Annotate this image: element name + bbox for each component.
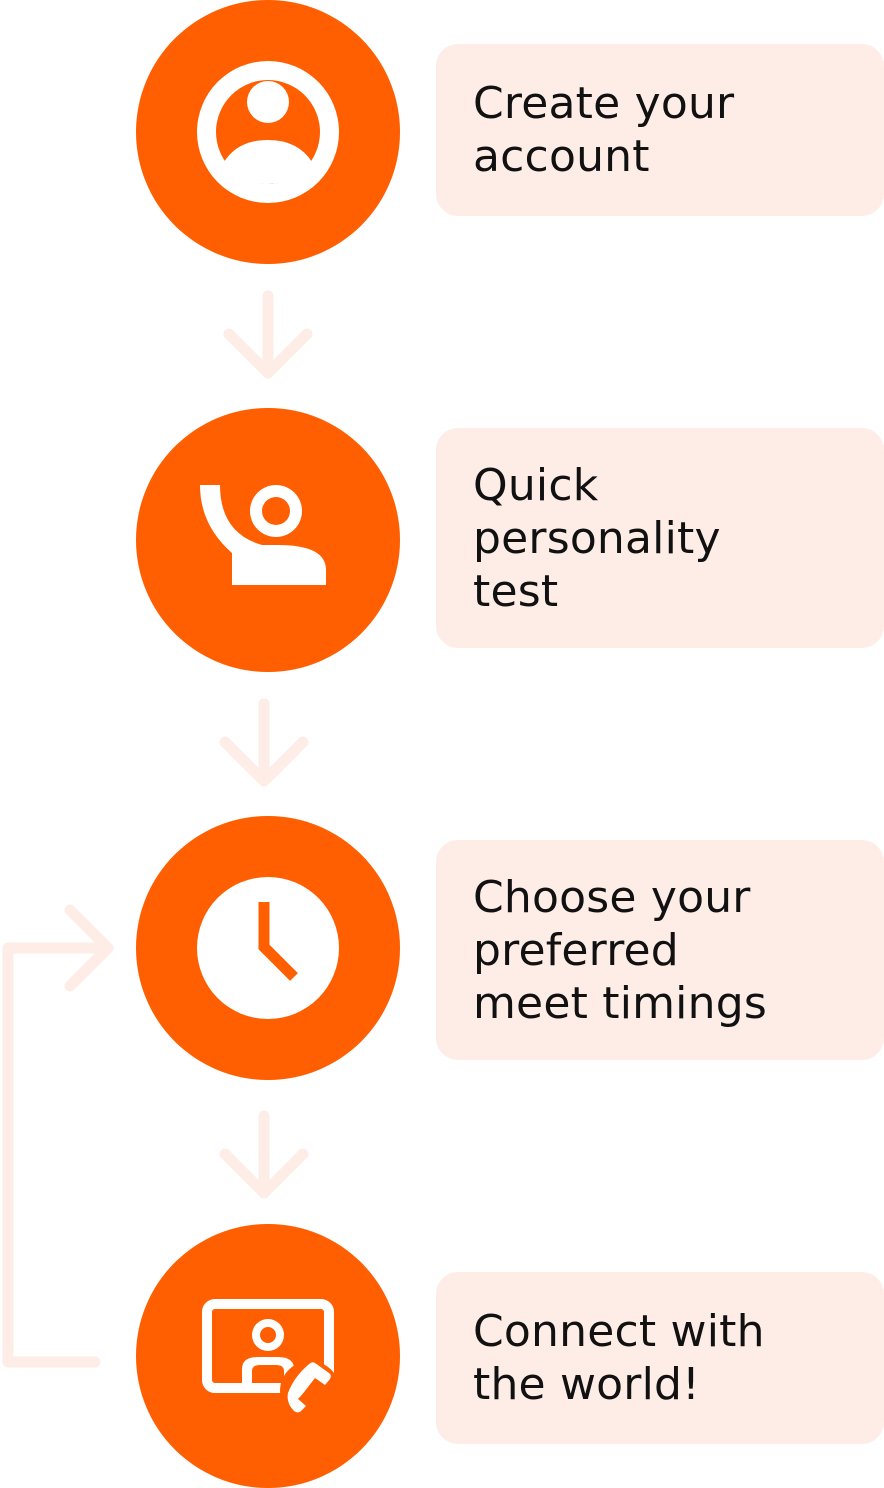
down-arrow-icon: [219, 698, 309, 787]
step-1-card: Create your account: [436, 44, 884, 216]
down-arrow-icon: [219, 1110, 309, 1199]
step-2-circle: [136, 408, 400, 672]
step-3-circle: [136, 816, 400, 1080]
step-4-circle: [136, 1224, 400, 1488]
step-1-circle: [136, 0, 400, 264]
step-3-label: Choose your preferred meet timings: [473, 871, 767, 1029]
user-circle-icon: [197, 61, 339, 203]
step-4-card: Connect with the world!: [436, 1272, 884, 1444]
step-4-label: Connect with the world!: [473, 1306, 765, 1410]
step-2-label: Quick personality test: [473, 459, 721, 617]
step-2-card: Quick personality test: [436, 428, 884, 648]
clock-icon: [197, 877, 339, 1019]
video-call-icon: [202, 1299, 334, 1413]
down-arrow-icon: [223, 290, 313, 379]
step-1-label: Create your account: [473, 78, 735, 182]
person-question-icon: [200, 485, 326, 585]
step-3-card: Choose your preferred meet timings: [436, 840, 884, 1060]
loop-back-arrow-icon: [2, 904, 114, 1368]
